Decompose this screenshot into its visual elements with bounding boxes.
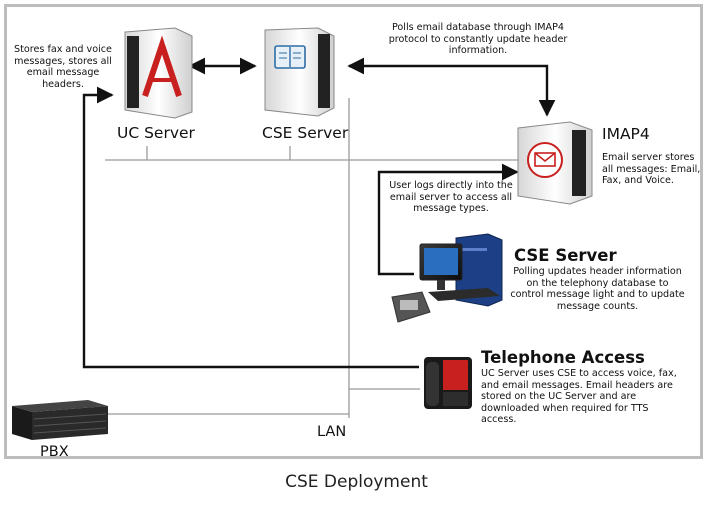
email-icon xyxy=(527,142,563,178)
imap4-label: IMAP4 xyxy=(602,125,650,143)
cse-server-pc-label: CSE Server xyxy=(514,246,617,265)
uc-server-label: UC Server xyxy=(117,124,195,142)
cse-server-top-label: CSE Server xyxy=(262,124,349,142)
cse-workstation xyxy=(391,233,503,323)
lan-network-lines xyxy=(60,98,525,418)
telephone-access-note: UC Server uses CSE to access voice, fax,… xyxy=(481,368,677,425)
cse-server-pc-note: Polling updates header information on th… xyxy=(510,266,685,312)
polls-note: Polls email database through IMAP4 proto… xyxy=(388,22,568,56)
uc-server-note: Stores fax and voice messages, stores al… xyxy=(14,44,112,90)
cse-server-tower xyxy=(264,27,335,117)
connection-arrows xyxy=(82,57,556,369)
user-note: User logs directly into the email server… xyxy=(389,180,513,214)
imap4-note: Email server stores all messages: Email,… xyxy=(602,152,701,186)
desk-phone-icon xyxy=(391,291,431,323)
telephone-device xyxy=(424,357,472,409)
uc-server-tower xyxy=(124,27,193,119)
imap4-server-tower xyxy=(517,121,593,205)
lan-label: LAN xyxy=(317,424,347,440)
uc-logo-icon xyxy=(142,35,182,97)
pbx-label: PBX xyxy=(40,444,69,460)
book-icon xyxy=(274,45,306,69)
pbx-rack xyxy=(12,400,108,440)
figure-caption: CSE Deployment xyxy=(285,472,428,492)
telephone-access-label: Telephone Access xyxy=(481,348,645,367)
